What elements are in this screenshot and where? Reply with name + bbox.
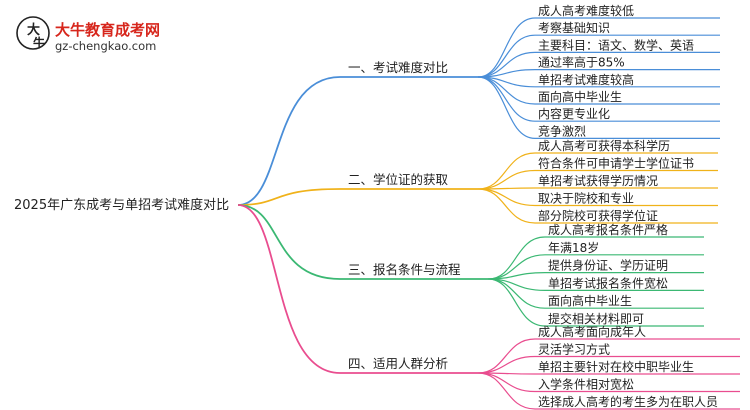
logo-name: 大牛教育成考网 bbox=[55, 21, 160, 39]
leaf-connector bbox=[477, 355, 536, 374]
logo-glyph-bottom: 牛 bbox=[33, 35, 45, 50]
leaf-topic: 提交相关材料即可 bbox=[548, 311, 644, 326]
logo-url: gz-chengkao.com bbox=[55, 39, 156, 53]
leaf-topic: 成人高考难度较低 bbox=[538, 3, 634, 18]
leaf-topic: 部分院校可获得学位证 bbox=[538, 208, 658, 223]
logo: 大 牛 大牛教育成考网 gz-chengkao.com bbox=[16, 16, 160, 53]
leaf-connector bbox=[477, 169, 536, 190]
leaf-topic: 年满18岁 bbox=[548, 240, 599, 255]
branch-topic: 二、学位证的获取 bbox=[348, 172, 449, 187]
leaf-connector bbox=[477, 188, 536, 207]
leaf-connector bbox=[487, 236, 546, 280]
branch-topic: 三、报名条件与流程 bbox=[348, 262, 461, 277]
leaf-connector bbox=[477, 338, 536, 374]
leaf-topic: 取决于院校和专业 bbox=[538, 191, 634, 206]
branch-connector bbox=[237, 204, 341, 374]
leaf-topic: 单招考试难度较高 bbox=[538, 72, 634, 87]
leaf-topic: 成人高考报名条件严格 bbox=[548, 222, 668, 237]
leaf-topic: 单招考试报名条件宽松 bbox=[548, 275, 668, 290]
logo-glyph-top: 大 bbox=[27, 22, 40, 38]
root-topic: 2025年广东成考与单招考试难度对比 bbox=[14, 197, 229, 213]
leaf-connector bbox=[477, 34, 536, 78]
branch-topic: 一、考试难度对比 bbox=[348, 60, 448, 75]
leaf-topic: 通过率高于85% bbox=[538, 55, 625, 70]
leaf-topic: 成人高考可获得本科学历 bbox=[538, 138, 670, 153]
leaf-connector bbox=[477, 17, 536, 78]
branch-connector bbox=[237, 76, 341, 206]
leaf-connector bbox=[477, 188, 536, 224]
leaf-topic: 选择成人高考的考生多为在职人员 bbox=[538, 394, 718, 409]
leaf-topic: 入学条件相对宽松 bbox=[538, 377, 634, 392]
leaf-topic: 灵活学习方式 bbox=[538, 342, 610, 357]
leaf-topic: 主要科目：语文、数学、英语 bbox=[538, 37, 694, 52]
nodes: 一、考试难度对比 成人高考难度较低考察基础知识主要科目：语文、数学、英语通过率高于… bbox=[348, 3, 718, 409]
leaf-topic: 单招考试获得学历情况 bbox=[538, 173, 658, 188]
branch-connector bbox=[237, 204, 341, 280]
leaf-connector bbox=[477, 76, 536, 122]
branch-topic: 四、适用人群分析 bbox=[348, 356, 448, 371]
leaf-topic: 竞争激烈 bbox=[538, 124, 586, 138]
leaf-topic: 内容更专业化 bbox=[538, 106, 610, 121]
connector-lines bbox=[237, 17, 740, 410]
leaf-topic: 面向高中毕业生 bbox=[548, 293, 632, 308]
branch-connector bbox=[237, 188, 341, 206]
leaf-connector bbox=[477, 372, 536, 393]
leaf-topic: 符合条件可申请学士学位证书 bbox=[538, 156, 694, 171]
leaf-connector bbox=[487, 278, 546, 327]
leaf-topic: 单招主要针对在校中职毕业生 bbox=[538, 359, 694, 374]
leaf-topic: 考察基础知识 bbox=[538, 21, 610, 35]
leaf-connector bbox=[477, 76, 536, 139]
leaf-topic: 面向高中毕业生 bbox=[538, 89, 622, 104]
leaf-topic: 成人高考面向成年人 bbox=[538, 324, 646, 339]
leaf-topic: 提供身份证、学历证明 bbox=[548, 258, 668, 273]
logo-circle-icon bbox=[16, 16, 50, 50]
leaf-connector bbox=[477, 372, 536, 410]
